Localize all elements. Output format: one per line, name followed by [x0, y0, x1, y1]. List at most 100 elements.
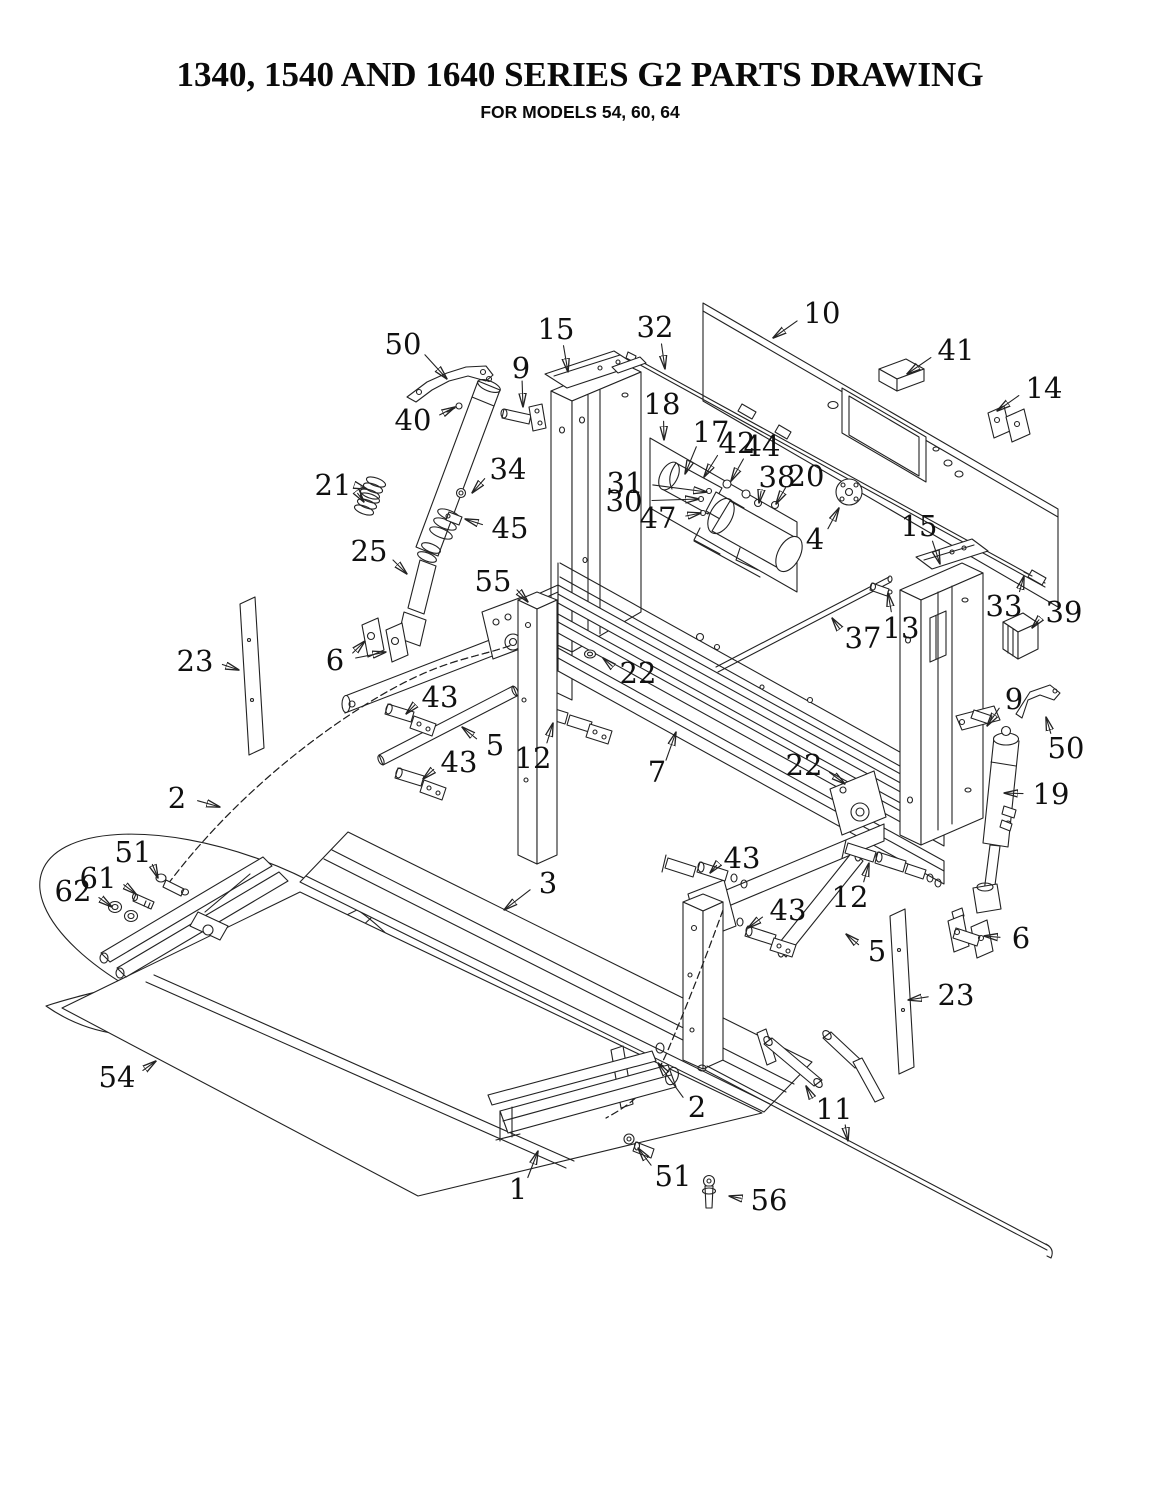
callout-45: 45 — [465, 511, 528, 545]
clip-14 — [987, 405, 1031, 443]
fitting-45 — [445, 511, 463, 526]
callout-61: 61 — [80, 861, 136, 895]
callout-5: 5 — [462, 727, 504, 762]
callout-32: 32 — [637, 310, 674, 369]
svg-text:10: 10 — [804, 296, 841, 330]
callout-47: 47 — [640, 501, 701, 535]
wear-strip-23-right — [889, 908, 915, 1075]
svg-text:7: 7 — [648, 755, 666, 789]
callout-41: 41 — [907, 333, 974, 374]
svg-text:12: 12 — [515, 741, 552, 775]
right-column — [899, 562, 984, 846]
svg-text:4: 4 — [806, 522, 824, 556]
pump-motor-unit — [658, 461, 803, 578]
svg-text:12: 12 — [832, 880, 869, 914]
callout-34: 34 — [472, 452, 526, 493]
chain-right — [605, 909, 724, 1119]
callout-43: 43 — [423, 745, 477, 779]
svg-text:42: 42 — [719, 426, 756, 460]
callout-40: 40 — [395, 403, 455, 437]
svg-text:21: 21 — [315, 468, 352, 502]
clevis-6-right — [947, 907, 994, 959]
callout-12: 12 — [515, 723, 553, 775]
callout-15: 15 — [901, 509, 940, 564]
svg-text:22: 22 — [786, 748, 823, 782]
svg-text:50: 50 — [385, 327, 422, 361]
svg-text:9: 9 — [1005, 682, 1023, 716]
right-arm-group — [661, 770, 942, 958]
svg-text:23: 23 — [938, 978, 975, 1012]
svg-text:43: 43 — [422, 680, 459, 714]
callout-62: 62 — [55, 874, 112, 908]
callout-38: 38 — [759, 460, 795, 503]
svg-text:15: 15 — [538, 312, 575, 346]
left-arm-group — [341, 596, 613, 801]
callout-23: 23 — [908, 978, 974, 1012]
svg-text:51: 51 — [115, 835, 152, 869]
nut-34 — [455, 487, 467, 499]
callout-30: 30 — [606, 484, 699, 518]
svg-text:31: 31 — [607, 466, 644, 500]
callout-54: 54 — [99, 1060, 156, 1094]
callout-56: 56 — [729, 1183, 787, 1217]
callout-37: 37 — [832, 618, 881, 655]
svg-text:18: 18 — [644, 387, 681, 421]
svg-text:43: 43 — [441, 745, 478, 779]
svg-text:3: 3 — [539, 866, 557, 900]
svg-text:15: 15 — [901, 509, 938, 543]
callout-23: 23 — [177, 644, 239, 678]
svg-text:34: 34 — [490, 452, 527, 486]
page-subtitle: FOR MODELS 54, 60, 64 — [480, 102, 680, 122]
svg-text:5: 5 — [868, 934, 886, 968]
callout-44: 44 — [731, 429, 780, 481]
svg-text:54: 54 — [99, 1060, 136, 1094]
svg-text:6: 6 — [326, 643, 344, 677]
svg-text:62: 62 — [55, 874, 92, 908]
svg-text:33: 33 — [986, 589, 1023, 623]
svg-text:30: 30 — [606, 484, 643, 518]
callout-6: 6 — [984, 921, 1030, 955]
clevis-6-left — [361, 617, 409, 663]
callout-31: 31 — [607, 466, 707, 500]
callout-17: 17 — [685, 415, 729, 474]
shackle-51-left — [155, 873, 190, 897]
callout-14: 14 — [997, 371, 1062, 411]
callout-5: 5 — [846, 934, 886, 968]
callout-1: 1 — [509, 1151, 538, 1206]
svg-text:40: 40 — [395, 403, 432, 437]
callout-2: 2 — [658, 1063, 706, 1124]
spacers-62 — [107, 900, 139, 923]
svg-text:11: 11 — [816, 1092, 853, 1126]
svg-text:14: 14 — [1026, 371, 1063, 405]
svg-text:25: 25 — [351, 534, 388, 568]
page-title: 1340, 1540 AND 1640 SERIES G2 PARTS DRAW… — [176, 55, 983, 94]
callout-9: 9 — [987, 682, 1023, 726]
svg-text:6: 6 — [1012, 921, 1030, 955]
callout-10: 10 — [773, 296, 840, 338]
callout-12: 12 — [832, 863, 869, 914]
callout-6: 6 — [326, 641, 386, 677]
callout-55: 55 — [475, 564, 528, 602]
lift-cylinder-right — [955, 684, 1061, 914]
bolt-61 — [131, 892, 155, 910]
callout-15: 15 — [538, 312, 575, 372]
svg-text:45: 45 — [492, 511, 529, 545]
callout-4: 4 — [806, 508, 839, 556]
svg-text:47: 47 — [640, 501, 677, 535]
svg-text:51: 51 — [655, 1159, 692, 1193]
callout-3: 3 — [504, 866, 557, 910]
callout-19: 19 — [1004, 777, 1069, 811]
callout-43: 43 — [406, 680, 458, 714]
bottom-support-frame — [487, 1042, 679, 1142]
callout-43: 43 — [748, 893, 806, 928]
svg-text:43: 43 — [724, 841, 761, 875]
svg-text:19: 19 — [1033, 777, 1070, 811]
right-inner-column — [682, 893, 724, 1070]
callout-9: 9 — [512, 351, 530, 407]
callout-51: 51 — [638, 1148, 691, 1193]
svg-text:22: 22 — [620, 656, 657, 690]
svg-text:32: 32 — [637, 310, 674, 344]
